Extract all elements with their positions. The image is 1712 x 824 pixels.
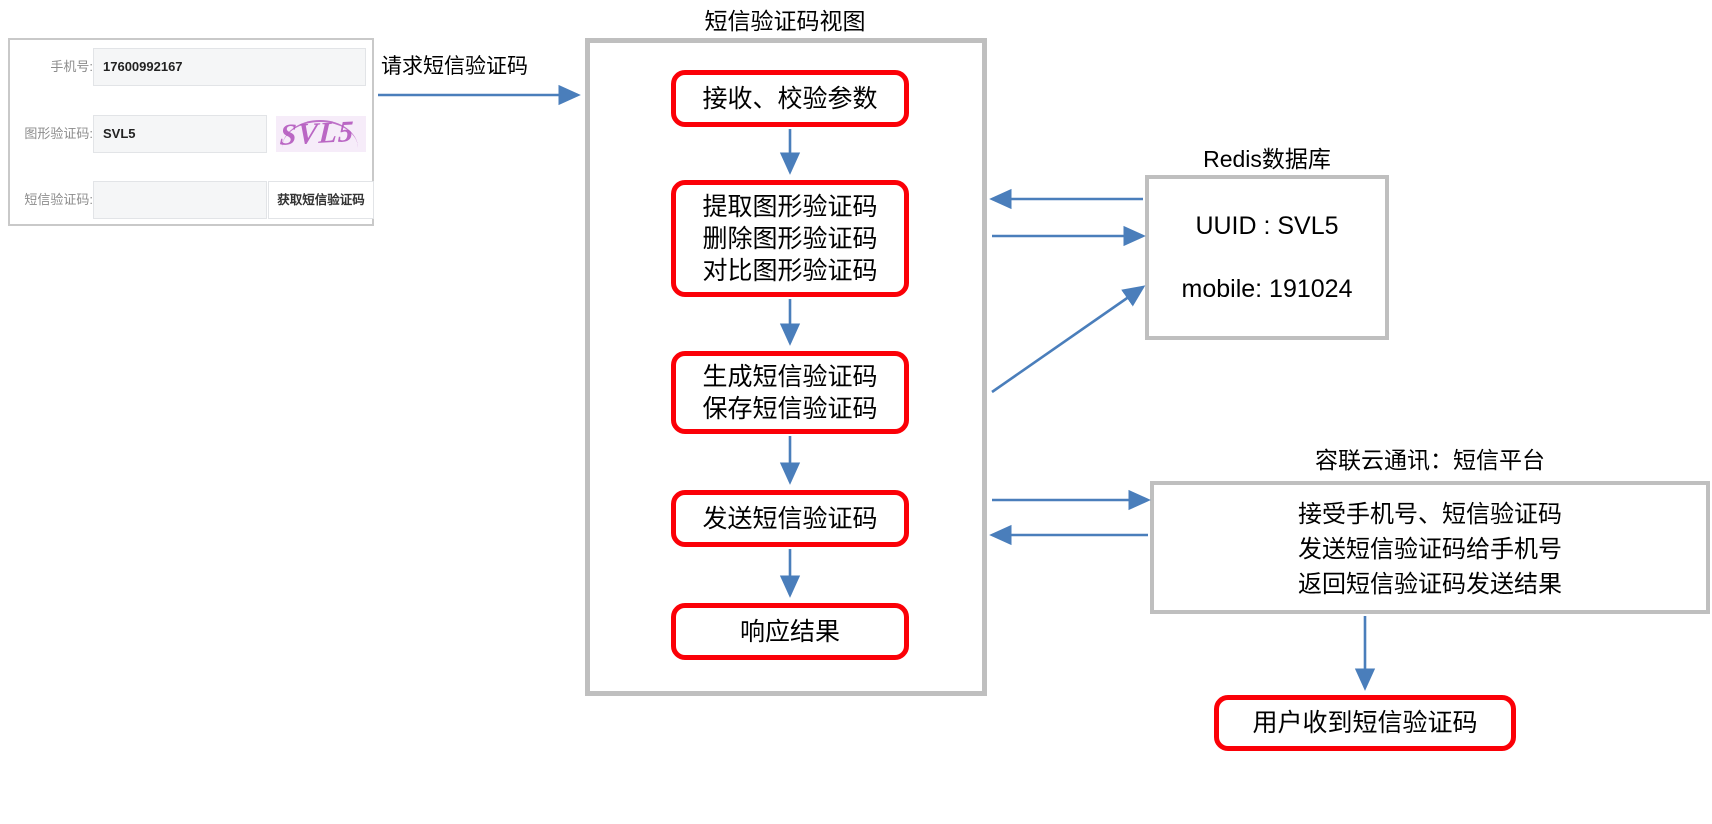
get-sms-code-button[interactable]: 获取短信验证码 <box>268 181 374 219</box>
sms-platform-line-2: 发送短信验证码给手机号 <box>1298 536 1562 563</box>
image-captcha-label: 图形验证码: <box>24 126 93 141</box>
redis-title: Redis数据库 <box>1203 146 1331 172</box>
form-row-phone: 手机号: 17600992167 <box>10 48 372 88</box>
captcha-image-text: SVL5 <box>279 116 356 152</box>
flow-node-5-label: 响应结果 <box>739 617 840 646</box>
sms-platform-line-1: 接受手机号、短信验证码 <box>1298 501 1562 528</box>
flow-node-3[interactable]: 生成短信验证码 保存短信验证码 <box>671 351 909 434</box>
sms-platform-line-3: 返回短信验证码发送结果 <box>1298 571 1562 598</box>
flow-node-1[interactable]: 接收、校验参数 <box>671 70 909 127</box>
form-row-image-captcha: 图形验证码: SVL5 SVL5 <box>10 115 372 155</box>
phone-label: 手机号: <box>50 59 93 74</box>
flow-node-4-label: 发送短信验证码 <box>702 504 878 533</box>
redis-entry-mobile: mobile: 191024 <box>1181 275 1353 303</box>
sms-platform-title: 容联云通讯：短信平台 <box>1315 447 1545 473</box>
user-result-node[interactable]: 用户收到短信验证码 <box>1214 695 1516 751</box>
redis-entry-uuid: UUID : SVL5 <box>1195 212 1339 240</box>
flow-node-4[interactable]: 发送短信验证码 <box>671 490 909 547</box>
user-result-label: 用户收到短信验证码 <box>1252 709 1478 737</box>
flow-node-3-label: 生成短信验证码 保存短信验证码 <box>702 362 878 423</box>
form-row-sms-captcha: 短信验证码: 获取短信验证码 <box>10 181 374 221</box>
sms-captcha-input[interactable] <box>93 181 267 219</box>
edge-label-request-sms: 请求短信验证码 <box>381 55 528 78</box>
sms-captcha-label: 短信验证码: <box>24 192 93 207</box>
image-captcha-input[interactable]: SVL5 <box>93 115 267 153</box>
captcha-image[interactable]: SVL5 <box>276 116 366 152</box>
phone-input[interactable]: 17600992167 <box>93 48 366 86</box>
flow-node-5[interactable]: 响应结果 <box>671 603 909 660</box>
flow-node-2-label: 提取图形验证码 删除图形验证码 对比图形验证码 <box>702 192 878 285</box>
sms-platform-box: 接受手机号、短信验证码 发送短信验证码给手机号 返回短信验证码发送结果 <box>1150 481 1710 614</box>
flow-node-1-label: 接收、校验参数 <box>702 84 878 113</box>
flow-node-2[interactable]: 提取图形验证码 删除图形验证码 对比图形验证码 <box>671 180 909 297</box>
captcha-noise-arc <box>282 120 358 148</box>
flow-title: 短信验证码视图 <box>704 8 866 34</box>
redis-box: UUID : SVL5 mobile: 191024 <box>1145 175 1389 340</box>
arrow-flow-to-redis-save <box>991 285 1146 394</box>
sms-request-form: 手机号: 17600992167 图形验证码: SVL5 SVL5 短信验证码:… <box>8 38 374 226</box>
